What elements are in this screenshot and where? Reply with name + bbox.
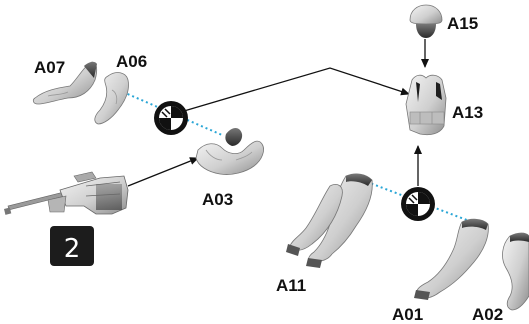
label-a13: A13 bbox=[452, 103, 483, 122]
label-a06: A06 bbox=[116, 52, 147, 71]
part-a15-helmet bbox=[409, 4, 443, 38]
label-a01: A01 bbox=[392, 305, 423, 324]
label-a02: A02 bbox=[472, 305, 503, 324]
label-a15: A15 bbox=[447, 14, 478, 33]
arrow-to-a13-from-arms bbox=[183, 67, 410, 112]
glue-symbol-icon bbox=[401, 187, 435, 221]
part-a11-legs bbox=[286, 173, 373, 268]
part-a03-arm bbox=[195, 128, 264, 175]
part-machine-gun bbox=[3, 171, 129, 215]
part-a06-arm bbox=[94, 72, 129, 125]
label-a07: A07 bbox=[34, 58, 65, 77]
step-number-box: 2 bbox=[50, 226, 94, 266]
part-a02-leg bbox=[502, 232, 529, 311]
glue-symbol-icon bbox=[154, 101, 188, 135]
step-number: 2 bbox=[64, 234, 81, 264]
part-a01-leg bbox=[414, 218, 489, 300]
arrow-gun-to-a03 bbox=[127, 157, 199, 187]
label-a11: A11 bbox=[276, 276, 306, 295]
part-a13-torso bbox=[405, 74, 447, 136]
label-a03: A03 bbox=[202, 190, 233, 209]
part-a07-arm bbox=[32, 61, 98, 105]
